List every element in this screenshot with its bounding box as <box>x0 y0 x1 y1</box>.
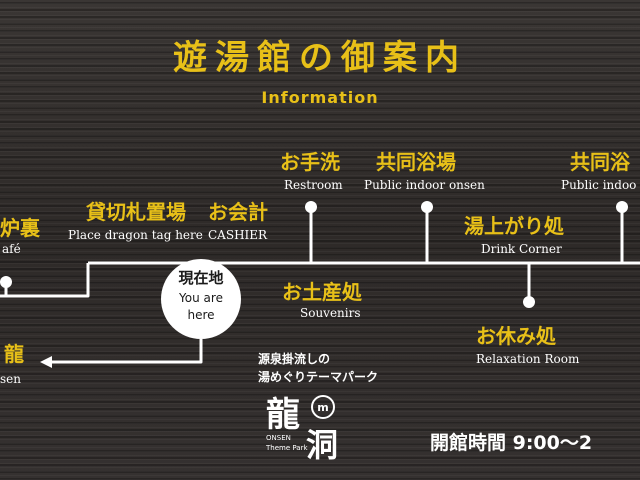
label-relaxation-jp: お休み処 <box>476 324 556 348</box>
route-left-loop <box>0 263 90 298</box>
label-indoor2-jp: 共同浴 <box>570 150 630 174</box>
ryudo-logo: 龍 m ONSEN Theme Park 洞 <box>266 395 338 464</box>
label-indoor1-en: Public indoor onsen <box>364 178 485 192</box>
label-restroom-jp: お手洗 <box>280 150 340 174</box>
label-dragon-en: sen <box>0 372 21 386</box>
you-are-here-en2: here <box>187 308 215 322</box>
logo-char-2: 洞 <box>306 426 338 464</box>
logo-badge-icon <box>311 395 335 419</box>
label-kashikiri-en: Place dragon tag here <box>68 228 203 242</box>
label-dragon-jp: 龍 <box>4 342 24 366</box>
logo-char-1: 龍 <box>266 395 300 435</box>
label-kashikiri-jp: 貸切札置場 <box>86 200 186 224</box>
node-indoor2 <box>616 201 628 213</box>
label-drink-en: Drink Corner <box>481 242 562 256</box>
logo-onsen: ONSEN <box>266 434 291 442</box>
label-cashier-en: CASHIER <box>208 228 268 242</box>
label-hearth-jp: 炉裏 <box>0 216 40 240</box>
you-are-here-marker: 現在地 You are here <box>161 259 241 339</box>
node-hearth <box>0 276 12 288</box>
route-arrow-left <box>40 356 52 368</box>
node-relaxation <box>523 296 535 308</box>
route-here-path <box>48 339 203 364</box>
node-indoor1 <box>421 201 433 213</box>
label-relaxation-en: Relaxation Room <box>476 352 580 366</box>
label-cashier-jp: お会計 <box>208 200 268 224</box>
you-are-here-en1: You are <box>179 291 223 305</box>
brand-tagline-2: 湯めぐりテーマパーク <box>258 370 379 384</box>
logo-theme-park: Theme Park <box>266 444 308 452</box>
label-hearth-en: afé <box>2 242 21 256</box>
node-restroom <box>305 201 317 213</box>
label-souvenirs-en: Souvenirs <box>300 306 361 320</box>
brand-tagline-1: 源泉掛流しの <box>258 352 331 366</box>
label-indoor1-jp: 共同浴場 <box>376 150 456 174</box>
you-are-here-jp: 現在地 <box>178 269 224 287</box>
label-drink-jp: 湯上がり処 <box>464 214 564 238</box>
opening-hours: 開館時間 9:00～2 <box>430 432 593 454</box>
label-indoor2-en: Public indoo <box>561 178 637 192</box>
board-subtitle: Information <box>261 88 379 107</box>
label-souvenirs-jp: お土産処 <box>282 280 362 304</box>
label-restroom-en: Restroom <box>284 178 343 192</box>
logo-badge-mark: m <box>317 401 328 414</box>
board-title: 遊湯館の御案内 <box>173 38 467 78</box>
